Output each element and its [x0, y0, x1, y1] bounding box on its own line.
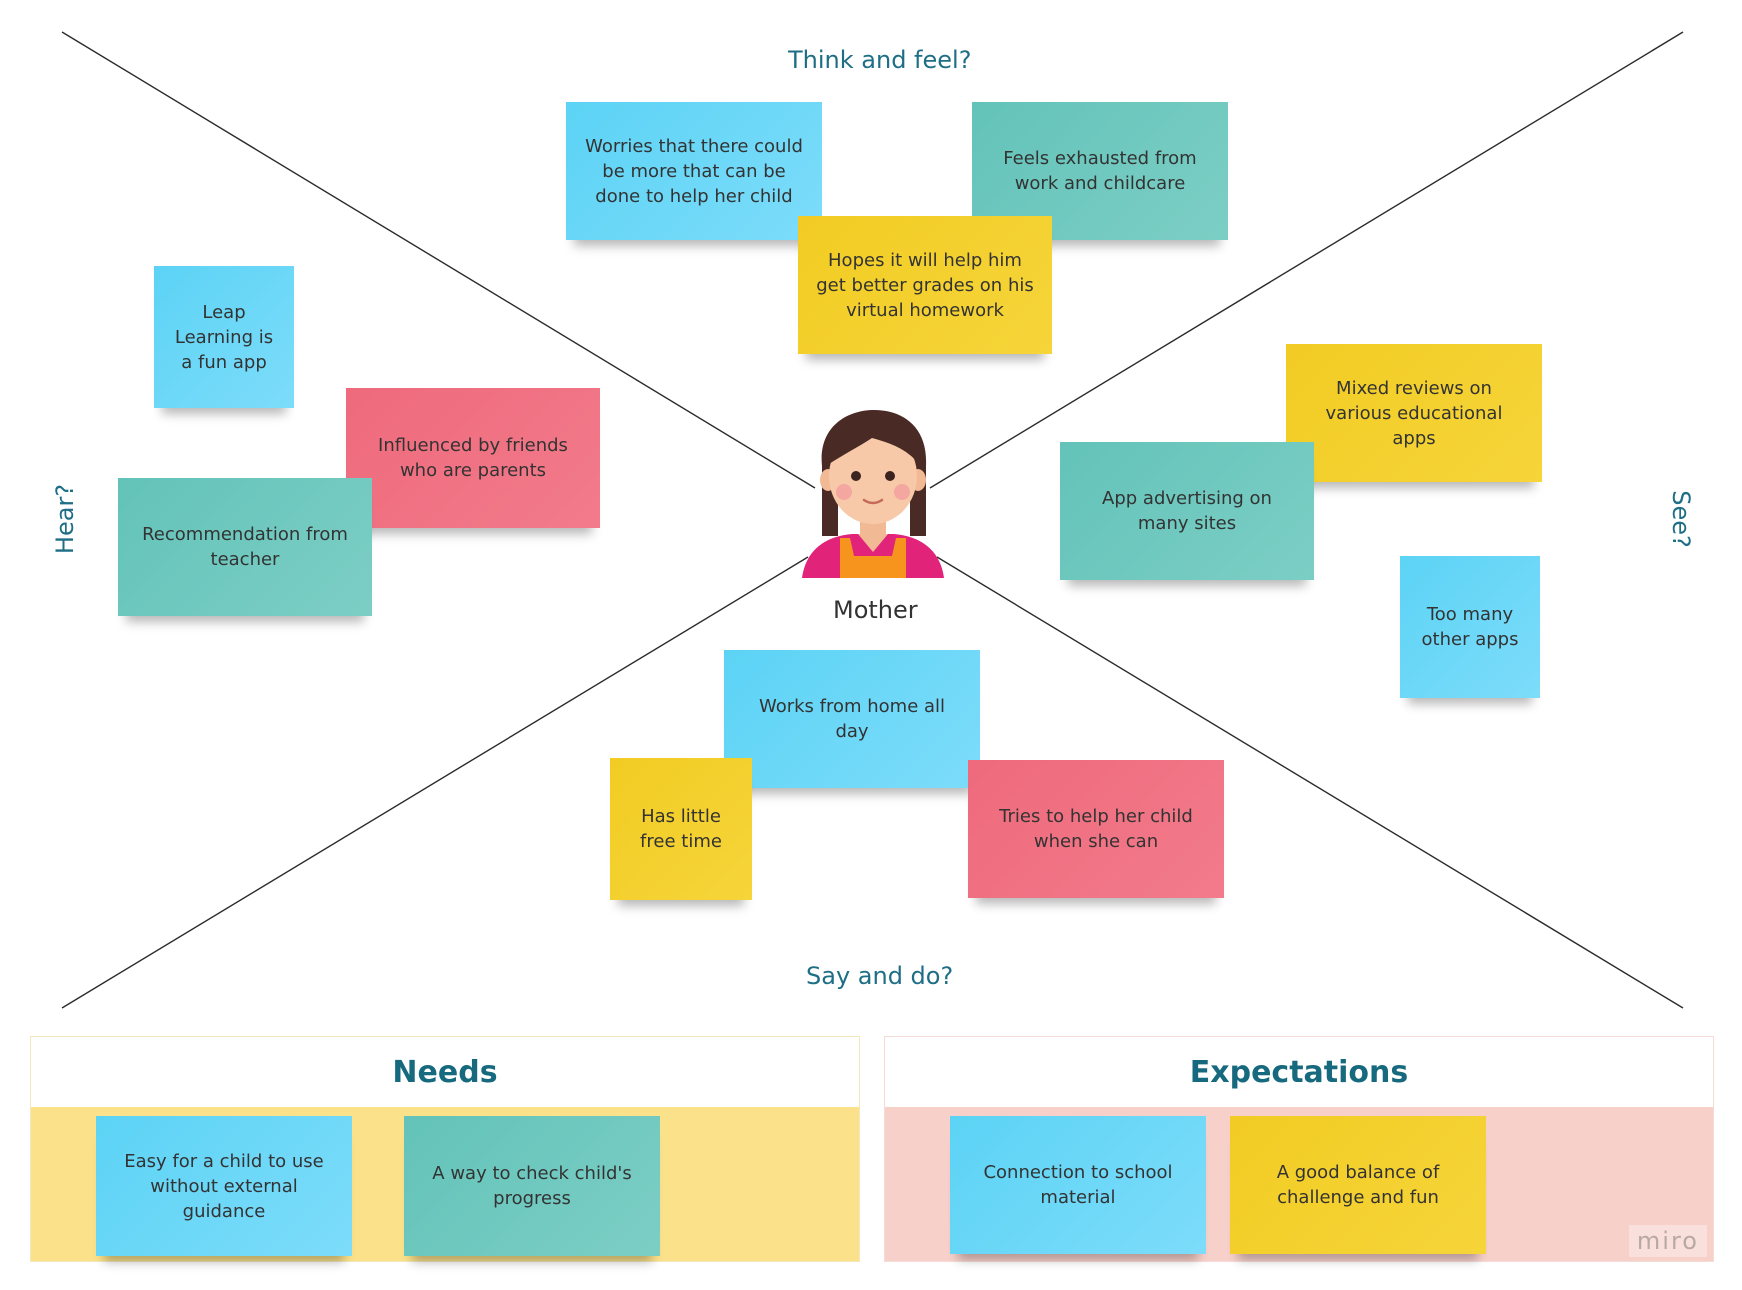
miro-watermark: miro: [1628, 1225, 1707, 1257]
sticky-note-app-advertising[interactable]: App advertising on many sites: [1060, 442, 1314, 580]
sticky-note-tries-to-help[interactable]: Tries to help her child when she can: [968, 760, 1224, 898]
sticky-note-little-free-time[interactable]: Has little free time: [610, 758, 752, 900]
diagonal-line-bottom-left: [61, 556, 809, 1009]
quadrant-label-say-do: Say and do?: [806, 962, 954, 990]
woman-avatar-icon: [802, 410, 944, 578]
diagonal-line-bottom-right: [936, 556, 1684, 1009]
sticky-note-check-progress[interactable]: A way to check child's progress: [404, 1116, 660, 1256]
sticky-note-hopes[interactable]: Hopes it will help him get better grades…: [798, 216, 1052, 354]
quadrant-lines: [61, 31, 1684, 1009]
sticky-note-mixed-reviews[interactable]: Mixed reviews on various educational app…: [1286, 344, 1542, 482]
sticky-note-works-from-home[interactable]: Works from home all day: [724, 650, 980, 788]
sticky-note-easy-for-child[interactable]: Easy for a child to use without external…: [96, 1116, 352, 1256]
quadrant-label-see: See?: [1666, 490, 1695, 548]
sticky-note-leap-learning[interactable]: Leap Learning is a fun app: [154, 266, 294, 408]
quadrant-label-hear: Hear?: [51, 483, 80, 555]
diagonal-line-top-left: [61, 31, 816, 489]
persona-label: Mother: [833, 596, 918, 624]
needs-title: Needs: [31, 1037, 859, 1107]
sticky-note-balance-challenge-fun[interactable]: A good balance of challenge and fun: [1230, 1116, 1486, 1254]
sticky-note-too-many-apps[interactable]: Too many other apps: [1400, 556, 1540, 698]
sticky-note-school-material[interactable]: Connection to school material: [950, 1116, 1206, 1254]
quadrant-label-think-feel: Think and feel?: [788, 46, 972, 74]
sticky-note-teacher-recommendation[interactable]: Recommendation from teacher: [118, 478, 372, 616]
sticky-note-influenced-friends[interactable]: Influenced by friends who are parents: [346, 388, 600, 528]
sticky-note-worries[interactable]: Worries that there could be more that ca…: [566, 102, 822, 240]
expectations-title: Expectations: [885, 1037, 1713, 1107]
diagonal-line-top-right: [929, 31, 1684, 489]
